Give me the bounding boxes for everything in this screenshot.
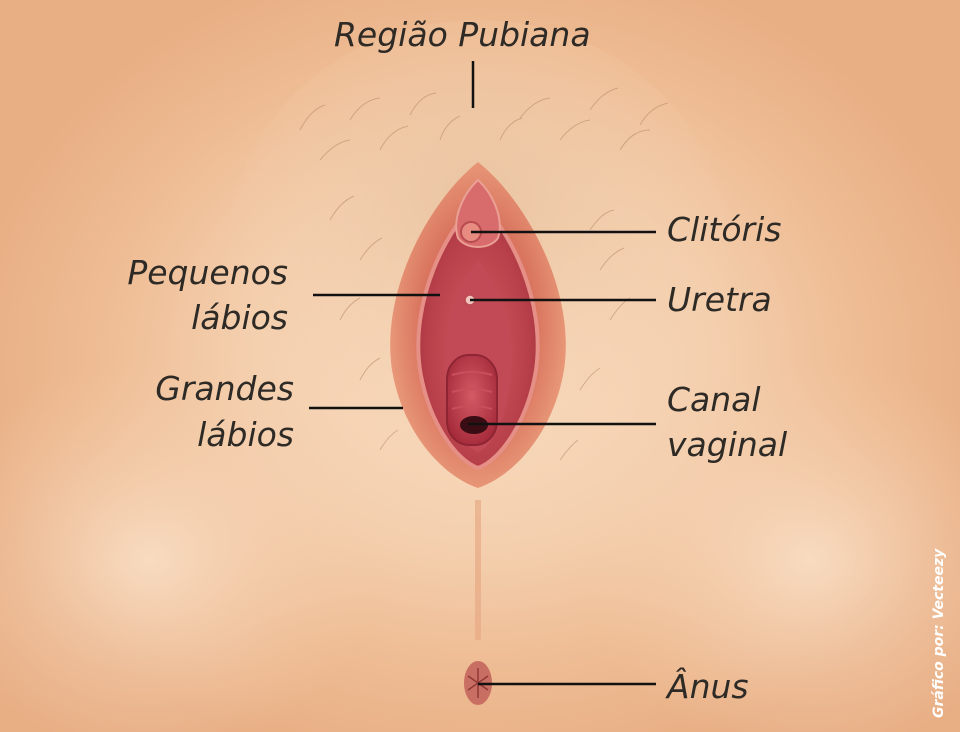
left-thigh-highlight <box>0 360 380 732</box>
label-urethra: Uretra <box>667 280 772 319</box>
vaginal-canal-folds <box>451 371 493 410</box>
label-pubic-region: Região Pubiana <box>334 15 591 54</box>
label-vaginal-canal-line1: Canal <box>667 380 761 419</box>
image-credit: Gráfico por: Vecteezy <box>931 548 947 718</box>
label-vaginal-canal-line2: vaginal <box>667 425 788 464</box>
label-clitoris: Clitóris <box>667 210 782 249</box>
label-anus: Ânus <box>667 667 749 706</box>
right-thigh-highlight <box>580 360 960 732</box>
label-labia-minora-line1: Pequenos <box>127 253 288 292</box>
leader-lines <box>309 61 656 686</box>
label-labia-minora-line2: lábios <box>191 298 288 337</box>
pubic-hair-strokes <box>299 87 669 461</box>
label-labia-majora-line1: Grandes <box>155 369 294 408</box>
label-labia-majora-line2: lábios <box>197 415 294 454</box>
